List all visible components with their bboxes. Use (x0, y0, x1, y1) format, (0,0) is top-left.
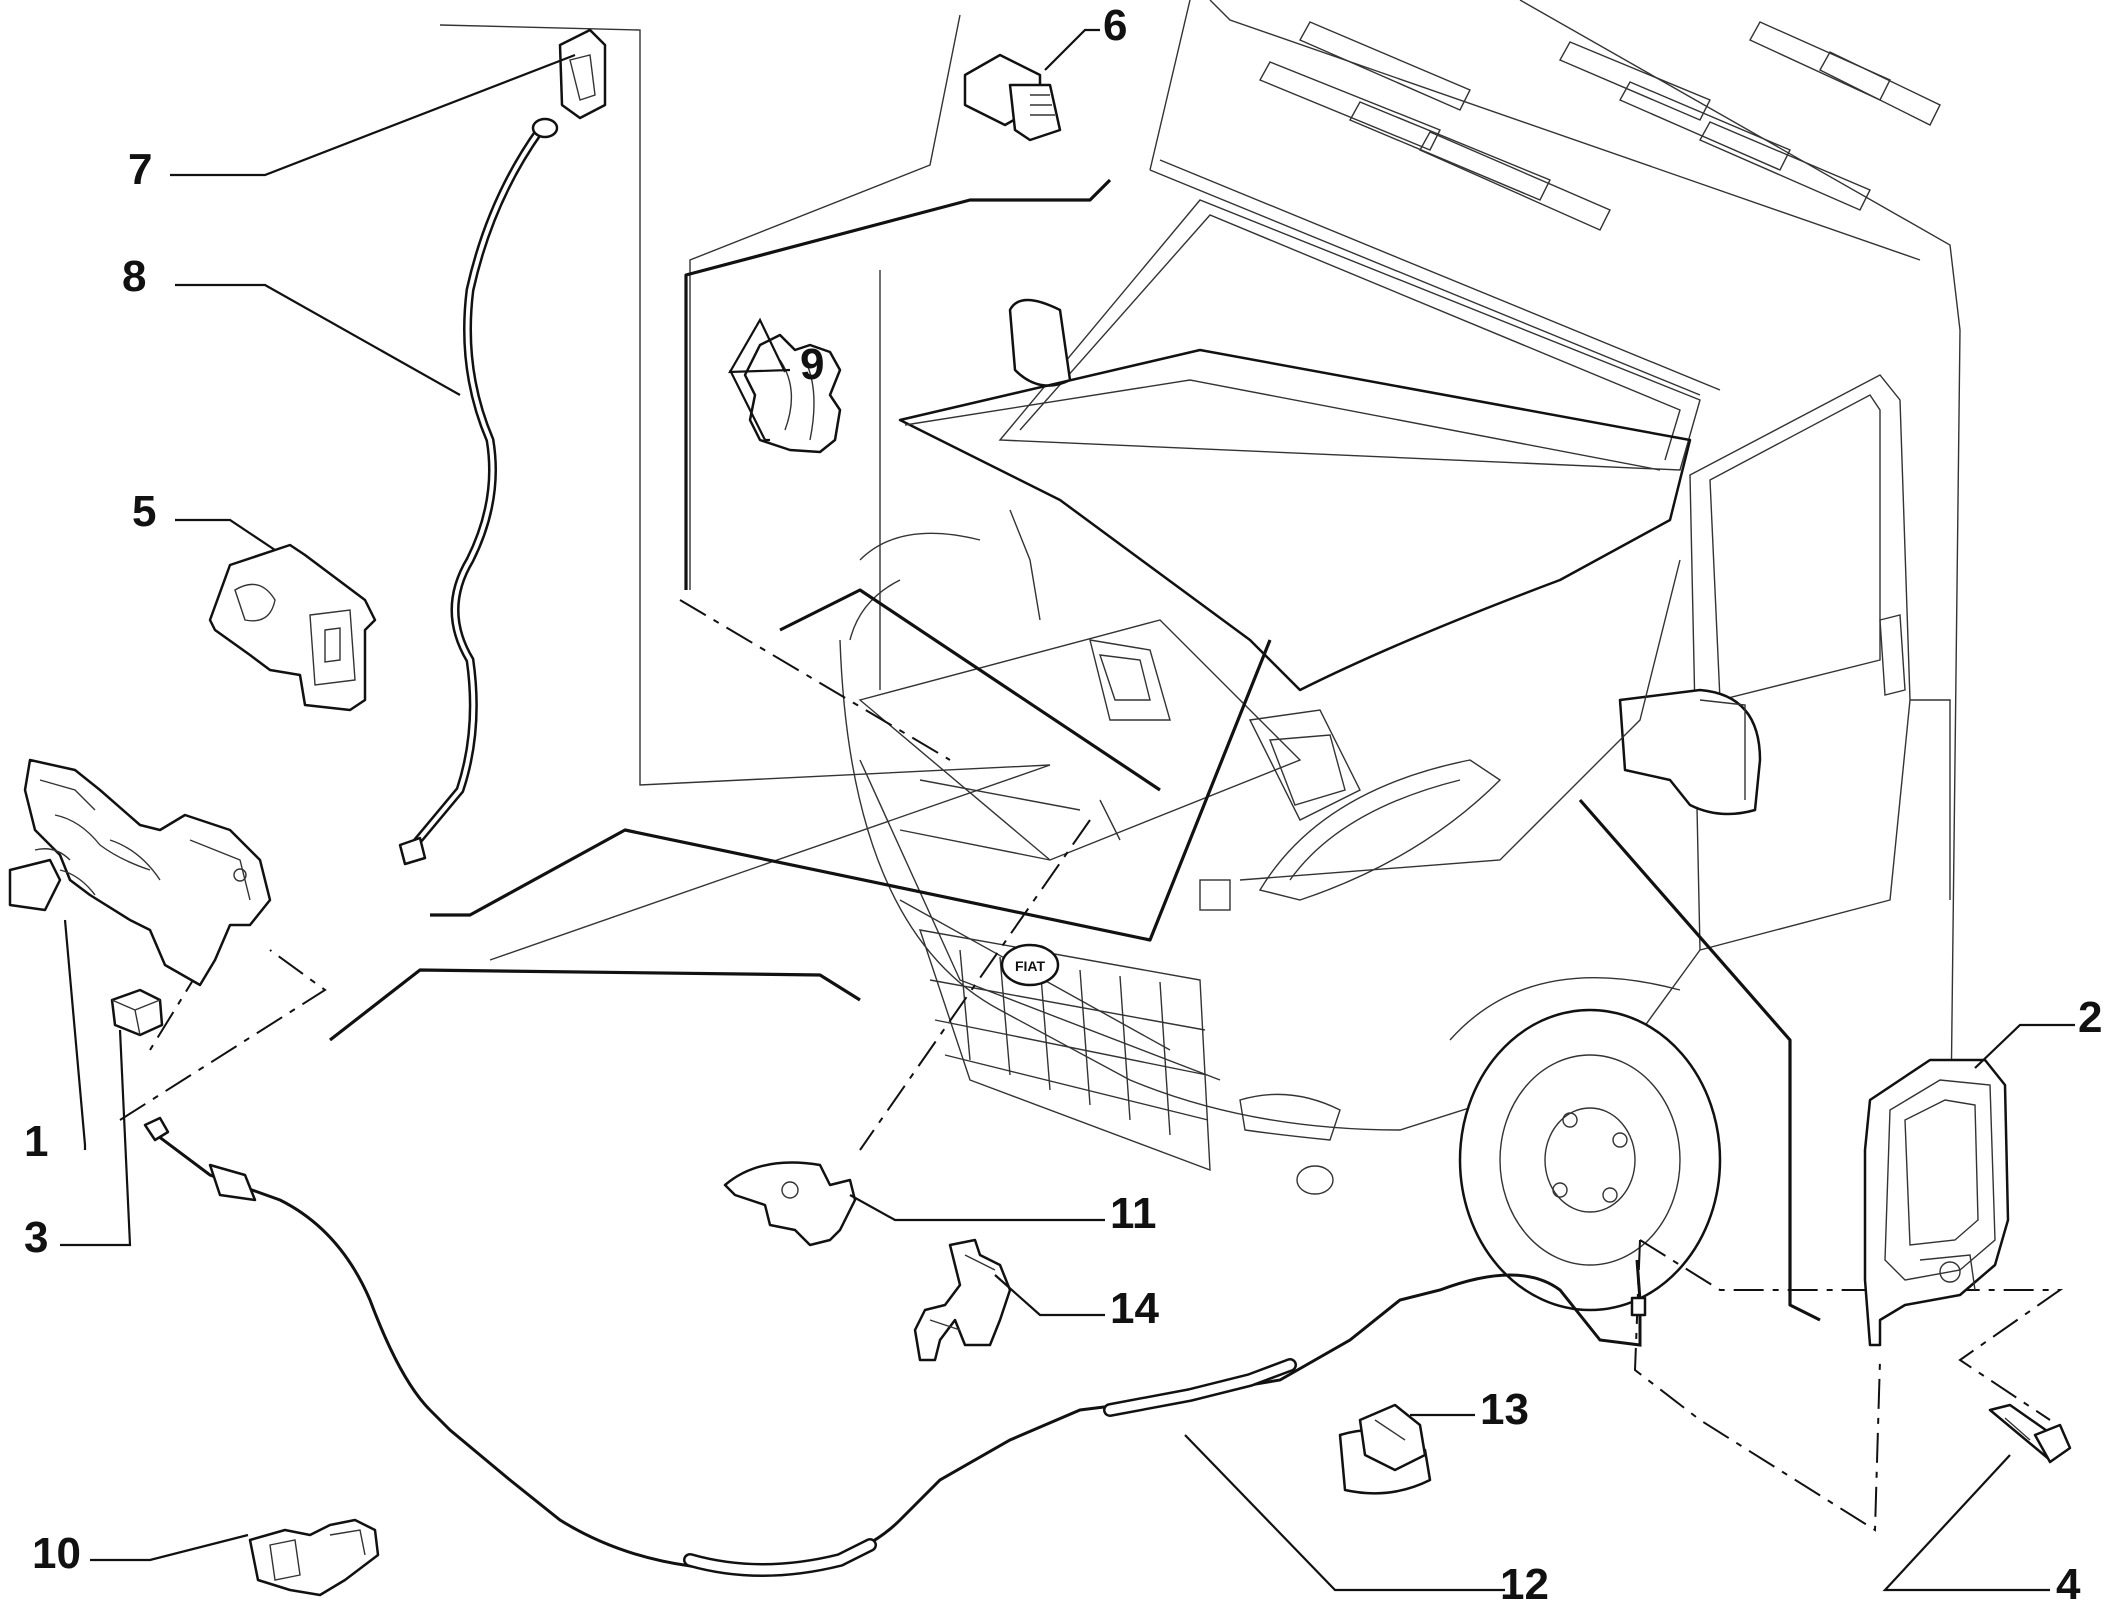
leader-lines (60, 28, 2075, 1592)
callout-3: 3 (24, 1213, 49, 1262)
callout-7: 7 (128, 145, 153, 194)
part-14-clip (913, 1238, 1012, 1362)
part-4-screw (1988, 1403, 2072, 1464)
callout-14: 14 (1110, 1284, 1159, 1333)
engine-bay (858, 509, 1361, 911)
part-3-cap (110, 988, 164, 1037)
part-12-release-cable (143, 1116, 1647, 1577)
part-2-release-handle (1863, 1058, 2010, 1347)
van-illustration: FIAT (839, 0, 1961, 1312)
part-1-bonnet-lock (8, 758, 272, 987)
part-11-clip (723, 1161, 857, 1247)
callout-9: 9 (800, 340, 825, 389)
part-10-clip (248, 1518, 380, 1597)
grouping-lines (119, 14, 2064, 1532)
grille: FIAT (918, 929, 1211, 1172)
part-5-bracket (208, 543, 377, 712)
part-6-stud (963, 53, 1062, 142)
callout-8: 8 (122, 252, 147, 301)
callout-4: 4 (2056, 1560, 2081, 1609)
callout-11: 11 (1110, 1189, 1157, 1238)
part-9-clip (743, 333, 842, 454)
roof-ribs (1259, 21, 1941, 231)
callout-6: 6 (1103, 1, 1128, 50)
callout-13: 13 (1480, 1385, 1529, 1434)
svg-text:FIAT: FIAT (1015, 958, 1046, 974)
callout-5: 5 (132, 487, 157, 536)
front-wheel (1449, 977, 1722, 1312)
callout-1: 1 (24, 1117, 49, 1166)
part-13-clip (1338, 1403, 1432, 1495)
callout-12: 12 (1500, 1560, 1549, 1609)
callout-2: 2 (2078, 993, 2103, 1042)
grille-badge (1000, 943, 1060, 987)
part-8-support-rod (398, 117, 559, 866)
callout-10: 10 (32, 1529, 81, 1578)
part-7-clip (558, 28, 607, 120)
